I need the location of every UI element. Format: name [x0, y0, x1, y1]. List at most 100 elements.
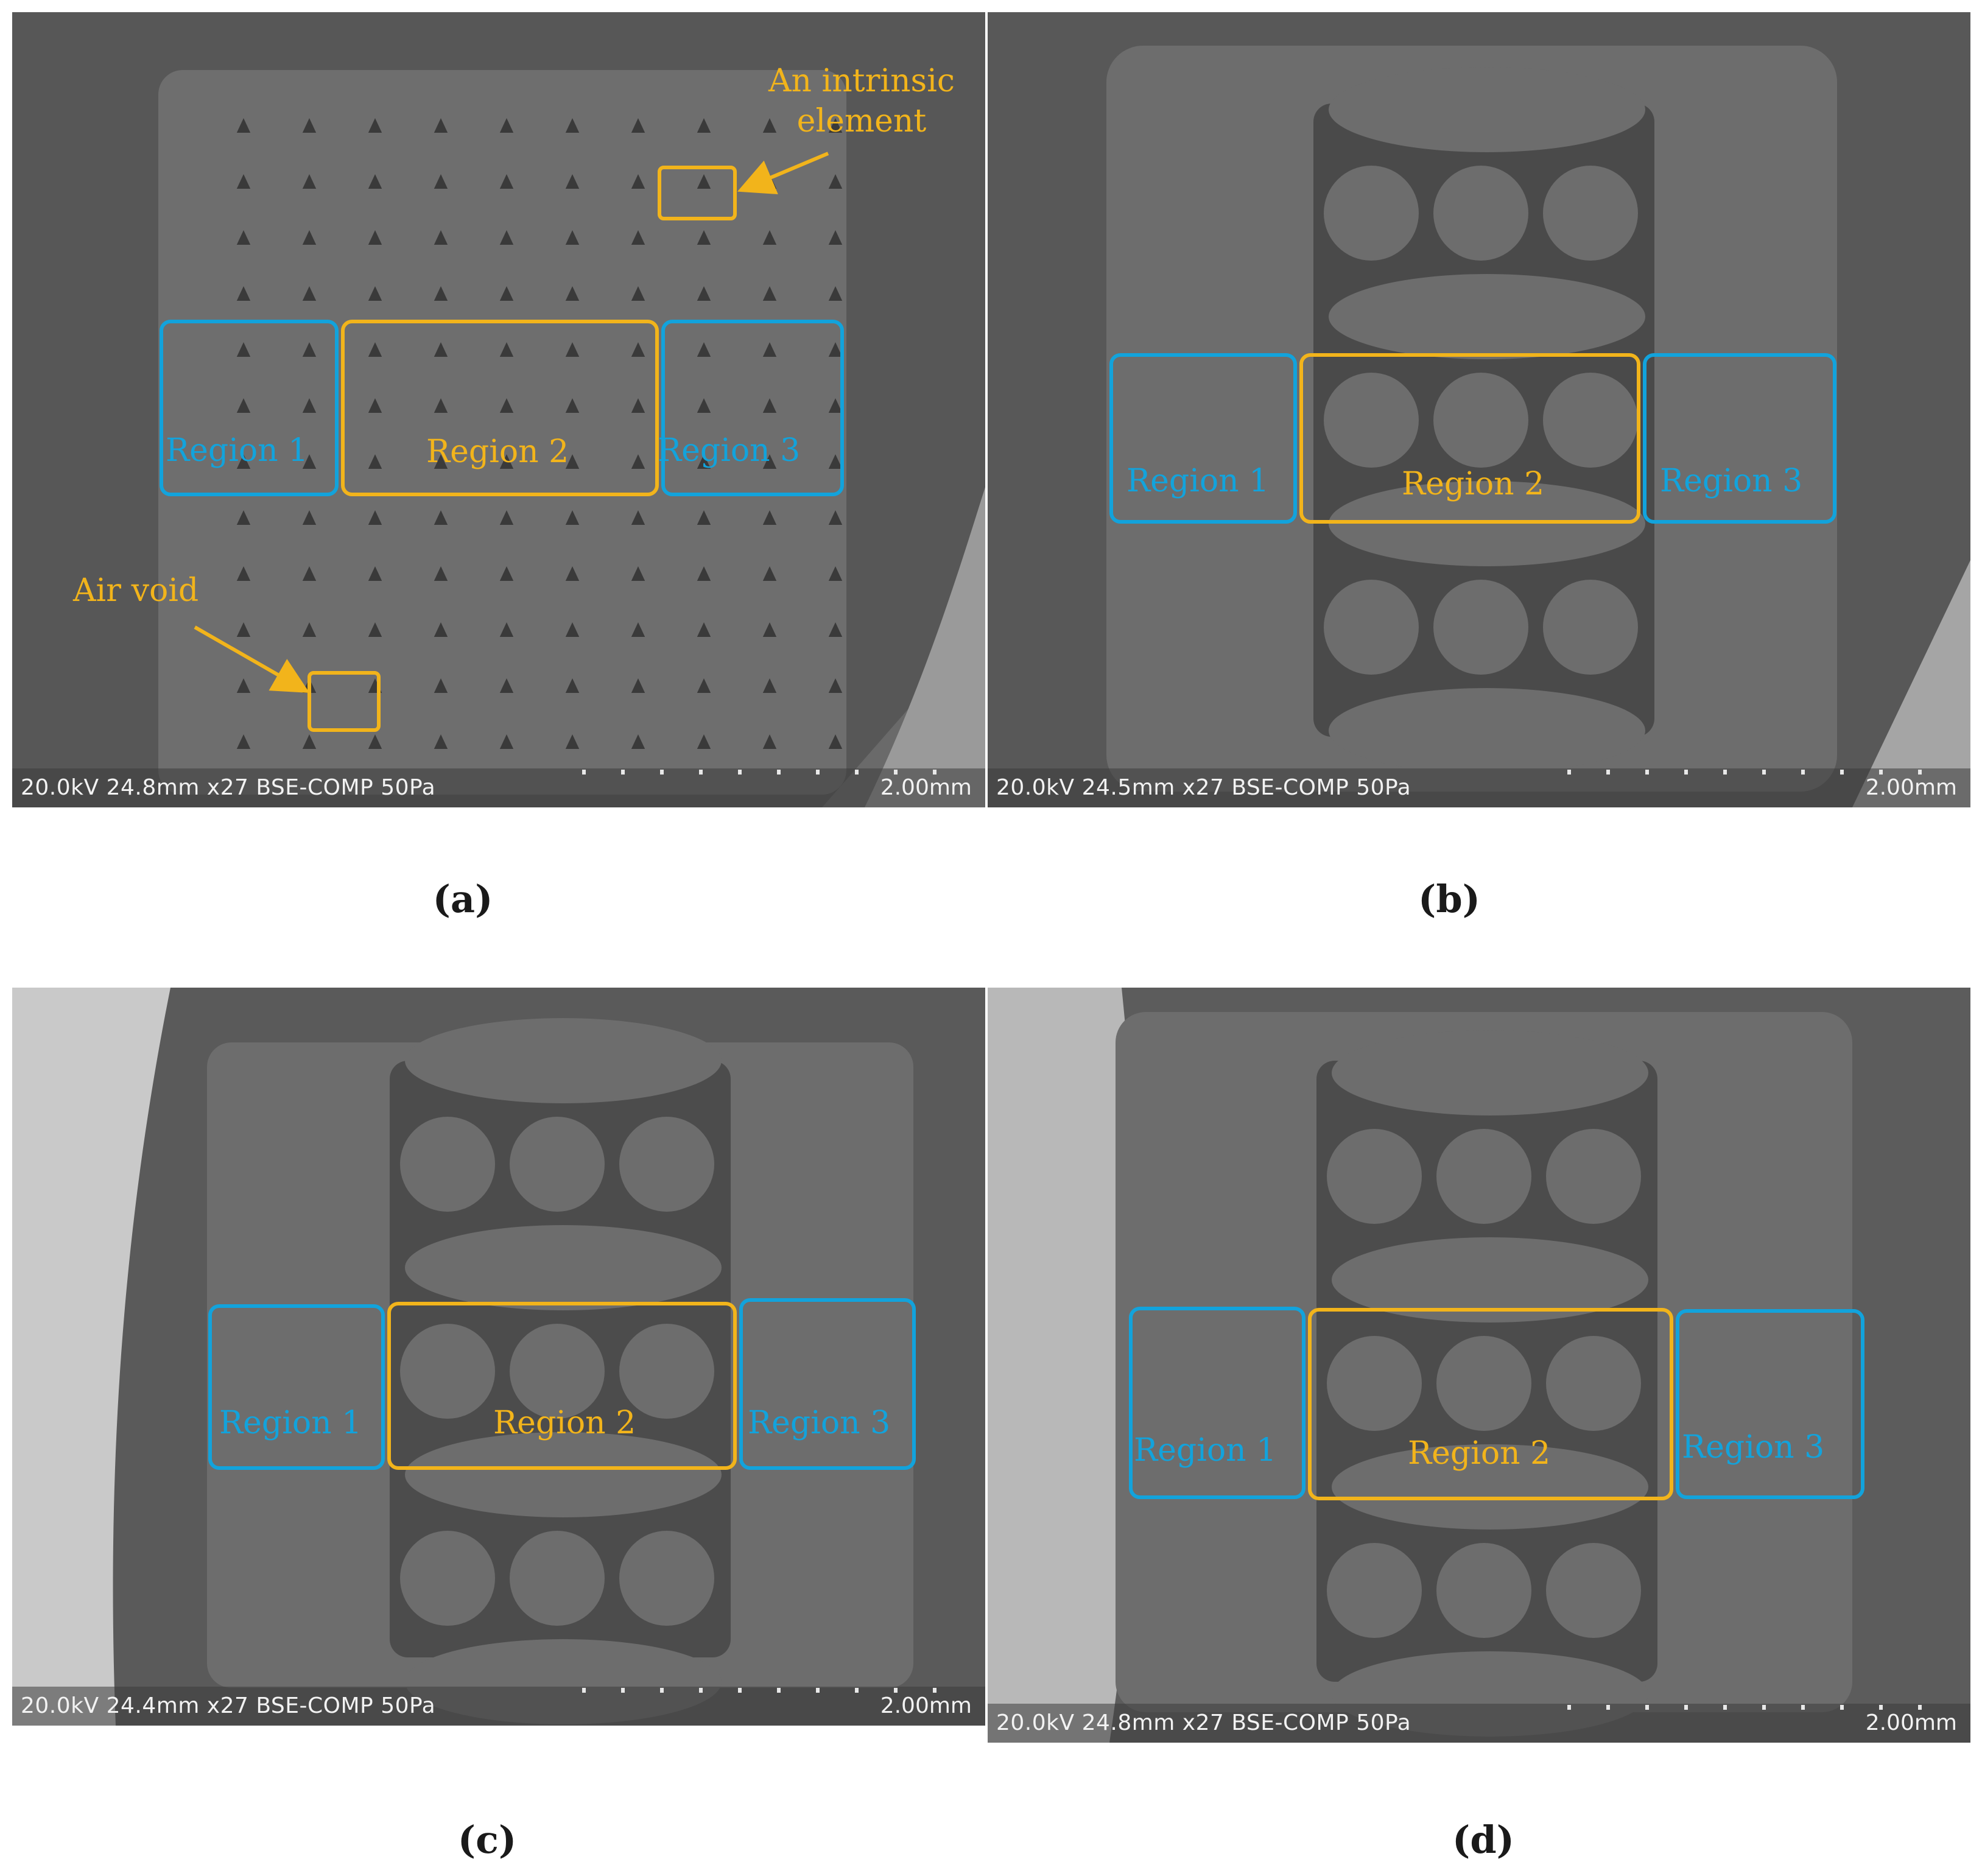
- filament-section: [405, 1018, 722, 1103]
- filament-section: [1436, 1336, 1531, 1431]
- void-mark: [697, 342, 711, 357]
- scale-text-a: 20.0kV 24.8mm x27 BSE-COMP 50Pa: [21, 775, 436, 800]
- void-mark: [631, 622, 645, 637]
- caption-b: (b): [1418, 877, 1481, 921]
- void-mark: [631, 510, 645, 525]
- region-1-box-a: [160, 320, 339, 496]
- void-mark: [368, 734, 382, 749]
- sem-panel-b: 20.0kV 24.5mm x27 BSE-COMP 50Pa 2.00mm R…: [988, 12, 1970, 807]
- region-2-box-d: [1308, 1308, 1673, 1500]
- air-void-box: [307, 671, 381, 732]
- void-mark: [302, 454, 317, 469]
- region-1-label-b: Region 1: [1126, 463, 1270, 499]
- filament-section: [1324, 166, 1419, 261]
- filament-section: [1329, 481, 1645, 566]
- void-mark: [565, 566, 580, 581]
- void-mark: [631, 566, 645, 581]
- scale-value-d: 2.00mm: [1865, 1710, 1957, 1735]
- void-mark: [762, 398, 777, 413]
- filament-pattern-d: [1327, 1030, 1648, 1737]
- scale-ticks-d: [1567, 1705, 1957, 1712]
- void-mark: [631, 734, 645, 749]
- void-mark: [697, 510, 711, 525]
- void-mark: [302, 342, 317, 357]
- void-mark: [236, 566, 251, 581]
- filament-section: [1329, 688, 1645, 773]
- void-mark: [236, 734, 251, 749]
- void-mark: [828, 118, 843, 133]
- region-2-label-a: Region 2: [426, 434, 569, 470]
- filament-section: [1436, 1129, 1531, 1224]
- void-mark: [236, 398, 251, 413]
- void-mark: [762, 286, 777, 301]
- filament-section: [405, 1432, 722, 1517]
- void-mark: [302, 566, 317, 581]
- void-mark: [499, 398, 514, 413]
- void-mark: [565, 622, 580, 637]
- scale-ticks-c: [582, 1688, 972, 1695]
- void-mark: [368, 174, 382, 189]
- scale-ticks-b: [1567, 770, 1957, 777]
- void-mark: [762, 734, 777, 749]
- void-mark: [368, 566, 382, 581]
- void-mark: [434, 678, 448, 693]
- void-mark: [631, 398, 645, 413]
- region-3-box-b: [1643, 353, 1836, 524]
- filament-section: [1324, 373, 1419, 468]
- filament-pattern-b: [1324, 67, 1645, 773]
- void-mark: [434, 286, 448, 301]
- void-mark: [434, 230, 448, 245]
- void-mark: [236, 454, 251, 469]
- scale-bar-d: 20.0kV 24.8mm x27 BSE-COMP 50Pa 2.00mm: [988, 1704, 1970, 1743]
- filament-section: [619, 1324, 714, 1419]
- void-mark: [762, 510, 777, 525]
- void-mark: [565, 398, 580, 413]
- caption-c: (c): [457, 1818, 517, 1862]
- void-mark: [368, 510, 382, 525]
- filament-section: [1543, 580, 1638, 675]
- filament-section: [1332, 1030, 1648, 1115]
- void-mark: [631, 342, 645, 357]
- scale-ticks-a: [582, 770, 972, 777]
- void-mark: [236, 286, 251, 301]
- void-mark: [302, 174, 317, 189]
- void-pattern-a: [236, 118, 843, 749]
- void-mark: [368, 286, 382, 301]
- intrinsic-element-box: [658, 166, 737, 220]
- void-mark: [828, 678, 843, 693]
- caption-d: (d): [1452, 1818, 1515, 1862]
- void-mark: [302, 734, 317, 749]
- filament-section: [1543, 166, 1638, 261]
- void-mark: [236, 230, 251, 245]
- void-mark: [499, 678, 514, 693]
- void-mark: [565, 230, 580, 245]
- void-mark: [828, 342, 843, 357]
- filament-section: [400, 1324, 495, 1419]
- region-3-box-c: [739, 1298, 916, 1470]
- void-mark: [565, 454, 580, 469]
- air-void-label: Air void: [73, 572, 199, 609]
- caption-a: (a): [432, 877, 493, 921]
- void-mark: [434, 118, 448, 133]
- region-1-label-c: Region 1: [219, 1405, 362, 1441]
- filament-section: [1543, 373, 1638, 468]
- void-mark: [302, 510, 317, 525]
- void-mark: [499, 734, 514, 749]
- region-3-label-b: Region 3: [1660, 463, 1803, 499]
- scale-bar-b: 20.0kV 24.5mm x27 BSE-COMP 50Pa 2.00mm: [988, 768, 1970, 807]
- void-mark: [697, 678, 711, 693]
- region-2-box-c: [387, 1302, 737, 1470]
- sem-image-b: [988, 12, 1970, 807]
- void-mark: [828, 286, 843, 301]
- void-mark: [697, 286, 711, 301]
- void-mark: [631, 678, 645, 693]
- void-mark: [697, 230, 711, 245]
- void-mark: [697, 566, 711, 581]
- void-mark: [302, 286, 317, 301]
- void-mark: [828, 734, 843, 749]
- void-mark: [828, 174, 843, 189]
- void-mark: [499, 454, 514, 469]
- filament-section: [400, 1531, 495, 1626]
- region-1-label-a: Region 1: [166, 432, 309, 469]
- intrinsic-element-label: An intrinsic element: [768, 63, 955, 139]
